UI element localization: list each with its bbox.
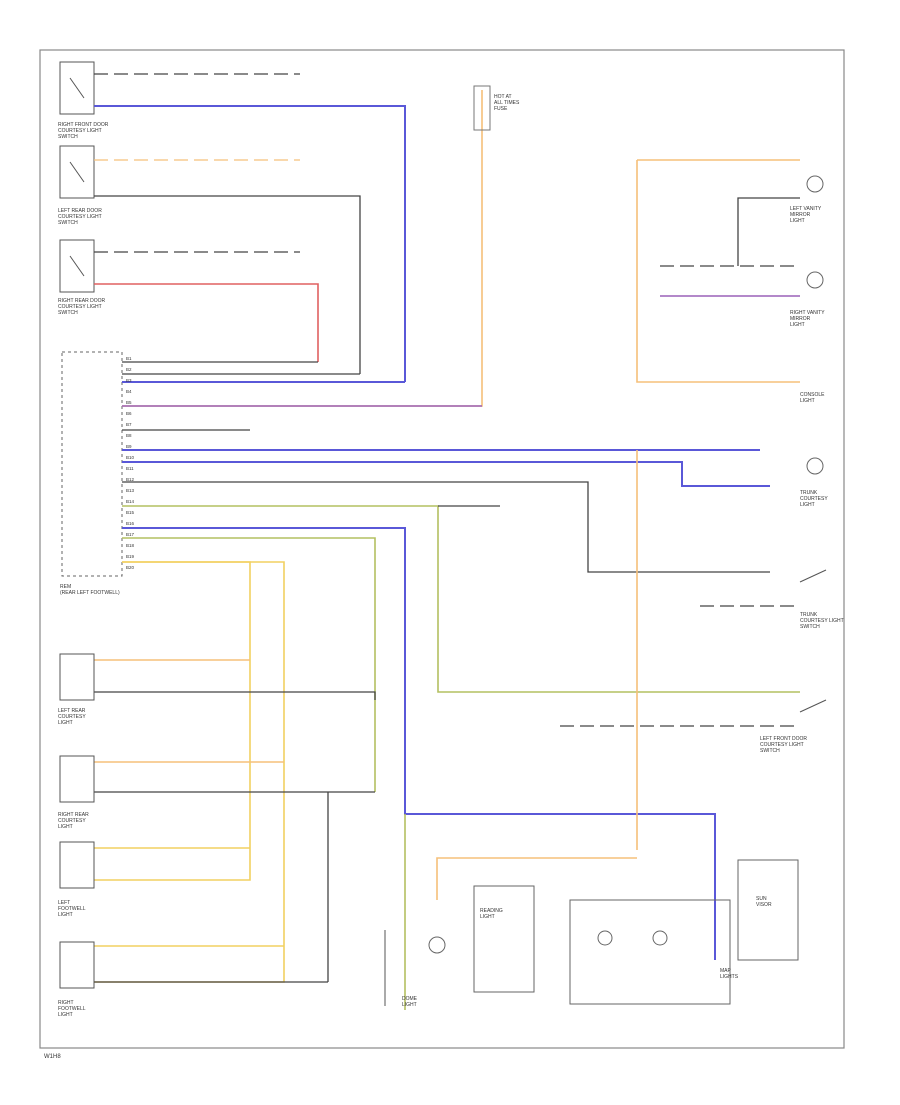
wire-group-upper-left (94, 73, 406, 382)
connector-pin-label: B5 (126, 400, 132, 405)
connector-pin-label: B9 (126, 444, 132, 449)
connector-pin-label: B18 (126, 543, 135, 548)
right-lamp-group (560, 159, 800, 850)
connector-pin-label: B17 (126, 532, 135, 537)
connector-pin-label: B11 (126, 466, 134, 471)
connector-pin-label: B4 (126, 389, 132, 394)
connector-module-label: REM(REAR LEFT FOOTWELL) (60, 584, 120, 596)
connector-pin-label: B7 (126, 422, 132, 427)
connector-pin-label: B16 (126, 521, 135, 526)
diagram-frame (39, 49, 845, 1049)
connector-pin-label: B14 (126, 499, 135, 504)
connector-pin-label: B8 (126, 433, 132, 438)
connector-pin-label: B10 (126, 455, 135, 460)
connector-pin-label: B13 (126, 488, 135, 493)
connector-pin-label: B3 (126, 378, 132, 383)
connector-pin-label: B2 (126, 367, 132, 372)
connector-pin-labels: B1B2B3B4B5B6B7B8B9B10B11B12B13B14B15B16B… (126, 356, 135, 570)
bottom-wires (404, 814, 637, 1010)
connector-module: REM(REAR LEFT FOOTWELL) (60, 351, 123, 596)
connector-pin-label: B19 (126, 554, 135, 559)
footer-code: W1H8 (44, 1054, 61, 1060)
connector-pin-label: B15 (126, 510, 135, 515)
connector-pin-label: B20 (126, 565, 135, 570)
connector-pin-label: B12 (126, 477, 135, 482)
connector-pin-label: B1 (126, 356, 132, 361)
wire-group-connector (94, 90, 800, 983)
connector-pin-label: B6 (126, 411, 132, 416)
lower-left-wires (94, 659, 376, 983)
